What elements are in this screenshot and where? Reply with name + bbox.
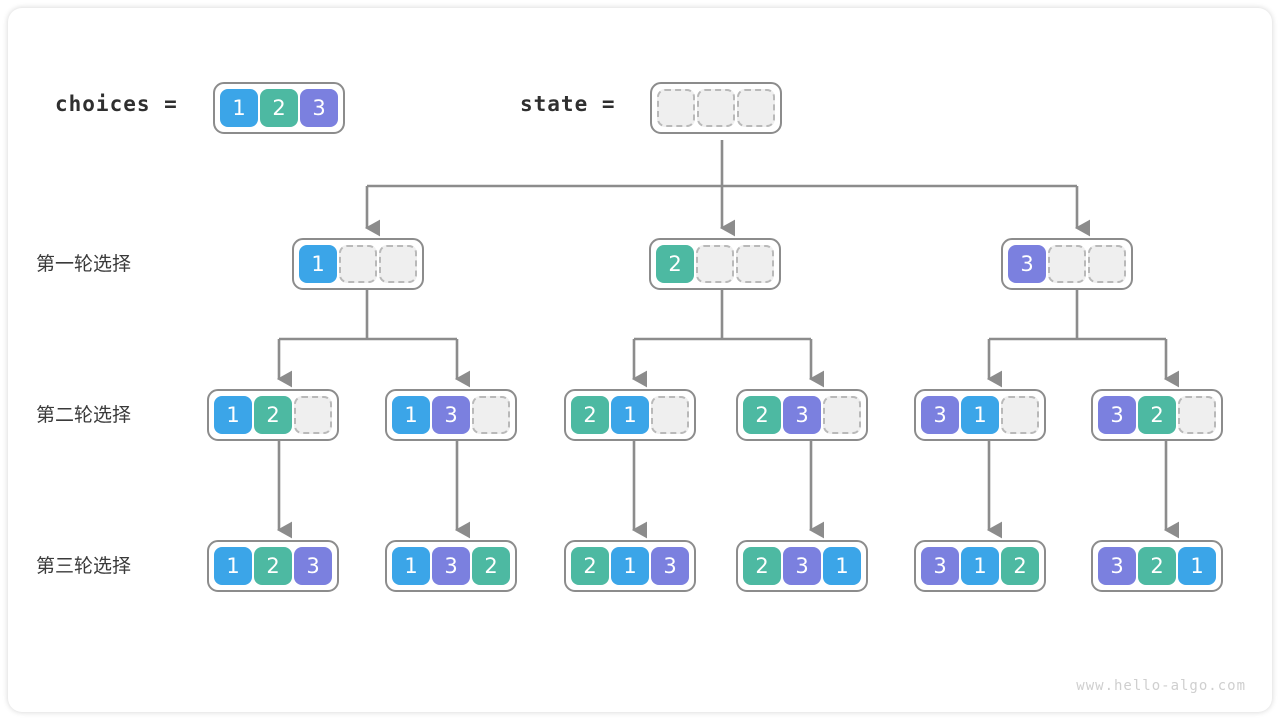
row-label-round-2: 第二轮选择	[36, 404, 132, 426]
r2n4-cell-1-3: 3	[783, 396, 821, 434]
state-cell-2-empty	[737, 89, 775, 127]
state-array	[650, 82, 782, 134]
r3n6-cell-0-3: 3	[1098, 547, 1136, 585]
r1n2-cell-1-empty	[696, 245, 734, 283]
r3n2-cell-2-2: 2	[472, 547, 510, 585]
r2n2-cell-2-empty	[472, 396, 510, 434]
r2n1-cell-2-empty	[294, 396, 332, 434]
r3n5-cell-0-3: 3	[921, 547, 959, 585]
r3n2-cell-0-1: 1	[392, 547, 430, 585]
r3n6-cell-2-1: 1	[1178, 547, 1216, 585]
r2n5-cell-0-3: 3	[921, 396, 959, 434]
state-node-r1-2: 2	[649, 238, 781, 290]
card-frame	[8, 8, 1272, 712]
r1n3-cell-0-3: 3	[1008, 245, 1046, 283]
r3n6-cell-1-2: 2	[1138, 547, 1176, 585]
state-node-r1-1: 1	[292, 238, 424, 290]
r3n4-cell-1-3: 3	[783, 547, 821, 585]
r2n5-cell-1-1: 1	[961, 396, 999, 434]
r2n4-cell-2-empty	[823, 396, 861, 434]
choices-cell-1-2: 2	[260, 89, 298, 127]
r2n6-cell-0-3: 3	[1098, 396, 1136, 434]
r2n6-cell-2-empty	[1178, 396, 1216, 434]
r2n4-cell-0-2: 2	[743, 396, 781, 434]
r2n2-cell-1-3: 3	[432, 396, 470, 434]
choices-cell-0-1: 1	[220, 89, 258, 127]
r2n1-cell-1-2: 2	[254, 396, 292, 434]
state-label: state =	[520, 92, 616, 116]
state-node-r1-3: 3	[1001, 238, 1133, 290]
r2n1-cell-0-1: 1	[214, 396, 252, 434]
r2n2-cell-0-1: 1	[392, 396, 430, 434]
r2n6-cell-1-2: 2	[1138, 396, 1176, 434]
state-cell-1-empty	[697, 89, 735, 127]
r1n3-cell-1-empty	[1048, 245, 1086, 283]
r2n3-cell-1-1: 1	[611, 396, 649, 434]
r3n4-cell-2-1: 1	[823, 547, 861, 585]
r3n2-cell-1-3: 3	[432, 547, 470, 585]
r3n3-cell-2-3: 3	[651, 547, 689, 585]
row-label-round-3: 第三轮选择	[36, 555, 132, 577]
r3n1-cell-2-3: 3	[294, 547, 332, 585]
r2n3-cell-2-empty	[651, 396, 689, 434]
r2n3-cell-0-2: 2	[571, 396, 609, 434]
r2n5-cell-2-empty	[1001, 396, 1039, 434]
r1n1-cell-2-empty	[379, 245, 417, 283]
r3n5-cell-2-2: 2	[1001, 547, 1039, 585]
r1n3-cell-2-empty	[1088, 245, 1126, 283]
r1n1-cell-1-empty	[339, 245, 377, 283]
watermark: www.hello-algo.com	[1076, 678, 1246, 694]
choices-label: choices =	[55, 92, 178, 116]
r3n1-cell-0-1: 1	[214, 547, 252, 585]
r1n1-cell-0-1: 1	[299, 245, 337, 283]
r3n1-cell-1-2: 2	[254, 547, 292, 585]
r3n4-cell-0-2: 2	[743, 547, 781, 585]
state-cell-0-empty	[657, 89, 695, 127]
r3n3-cell-1-1: 1	[611, 547, 649, 585]
choices-cell-2-3: 3	[300, 89, 338, 127]
r1n2-cell-2-empty	[736, 245, 774, 283]
r3n5-cell-1-1: 1	[961, 547, 999, 585]
r1n2-cell-0-2: 2	[656, 245, 694, 283]
row-label-round-1: 第一轮选择	[36, 253, 132, 275]
r3n3-cell-0-2: 2	[571, 547, 609, 585]
